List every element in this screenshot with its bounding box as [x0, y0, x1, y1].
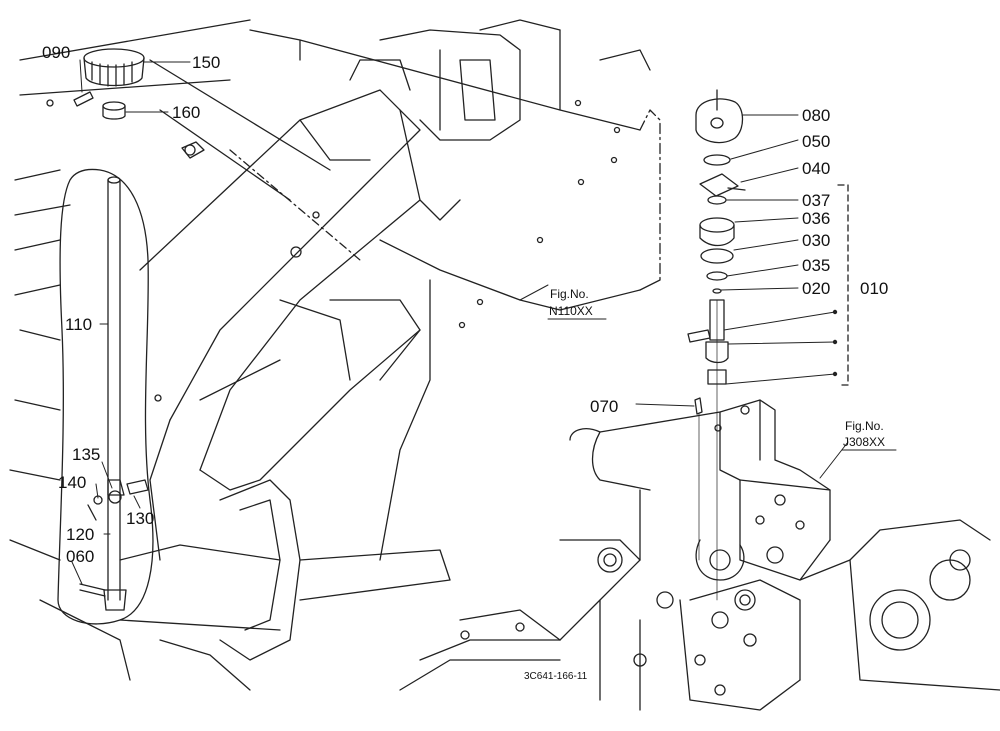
hydraulic-block — [399, 399, 1000, 711]
part-label-060: 060 — [66, 547, 94, 566]
part-label-070: 070 — [590, 397, 618, 416]
leader-lines — [71, 59, 849, 585]
valve-stack — [687, 89, 746, 601]
part-label-160: 160 — [172, 103, 200, 122]
drawing-number: 3C641-166-11 — [524, 671, 588, 682]
frame-holes — [46, 99, 621, 402]
part-label-090: 090 — [42, 43, 70, 62]
part-label-120: 120 — [66, 525, 94, 544]
part-label-037: 037 — [802, 191, 830, 210]
part-label-150: 150 — [192, 53, 220, 72]
fig-ref-2-code: J308XX — [843, 435, 885, 449]
bracket-dots — [832, 309, 838, 377]
fig-ref-1-label: Fig.No. — [550, 287, 589, 301]
part-label-080: 080 — [802, 106, 830, 125]
assembly-bracket — [837, 184, 849, 386]
part-label-140: 140 — [58, 473, 86, 492]
part-label-110: 110 — [65, 315, 92, 334]
part-label-030: 030 — [802, 231, 830, 250]
chassis-outline — [9, 19, 661, 691]
part-label-036: 036 — [802, 209, 830, 228]
part-label-050: 050 — [802, 132, 830, 151]
part-label-040: 040 — [802, 159, 830, 178]
part-label-035: 035 — [802, 256, 830, 275]
fig-ref-2-label: Fig.No. — [845, 419, 884, 433]
part-label-135: 135 — [72, 445, 100, 464]
fig-ref-1-code: N110XX — [549, 304, 593, 318]
part-label-020: 020 — [802, 279, 830, 298]
left-rod-assembly — [57, 168, 154, 625]
part-label-010: 010 — [860, 279, 888, 298]
part-label-130: 130 — [126, 509, 154, 528]
knob-assembly — [73, 48, 205, 159]
